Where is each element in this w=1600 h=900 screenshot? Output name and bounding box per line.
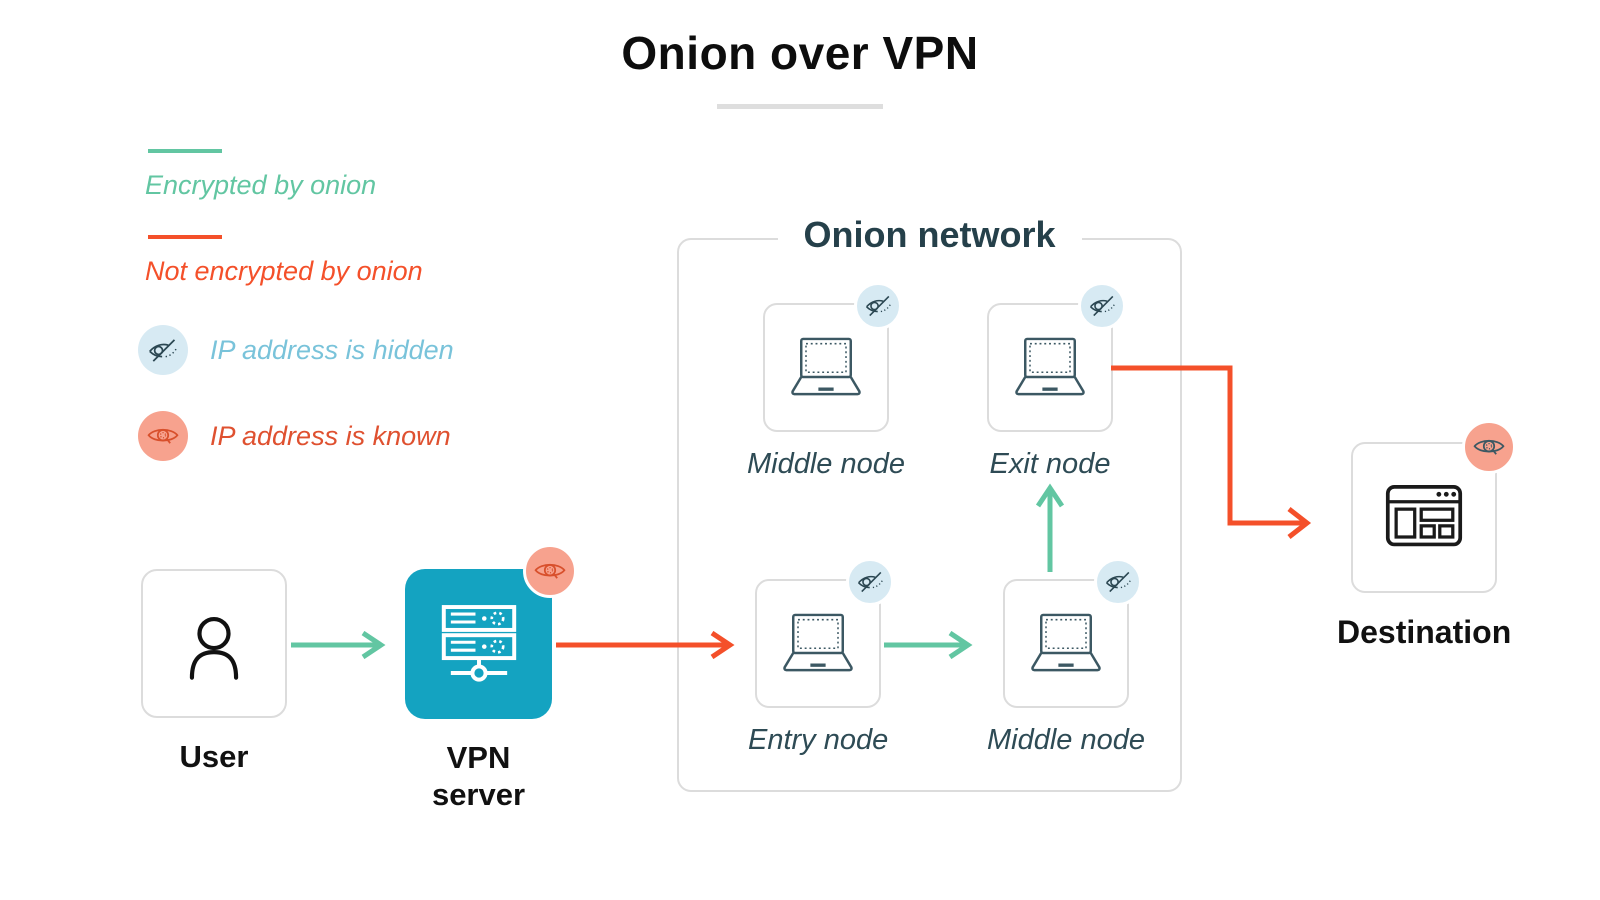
entry-node-box (755, 558, 895, 708)
exit-node: Exit node (987, 282, 1126, 481)
page-title: Onion over VPN (621, 27, 979, 79)
eye-icon (1473, 439, 1505, 455)
person-icon (189, 616, 239, 680)
laptop-icon (1031, 613, 1101, 672)
entry-node-label: Entry node (748, 724, 889, 756)
eye-slash-icon (857, 571, 883, 593)
browser-window-icon (1386, 484, 1463, 547)
legend-item-ip-hidden: IP address is hidden (138, 325, 454, 375)
ip-hidden-badge (1094, 558, 1142, 606)
ip-hidden-badge (854, 282, 902, 330)
eye-slash-icon (1089, 295, 1115, 317)
vpn-server-label: VPN server (431, 740, 526, 813)
eye-icon (138, 411, 188, 461)
arrow-entry-to-middle (884, 631, 973, 659)
ip-hidden-badge (1078, 282, 1126, 330)
destination-label: Destination (1337, 614, 1512, 650)
middle-node-bottom: Middle node (987, 558, 1145, 757)
ip-known-badge (523, 544, 577, 598)
legend-swatch-encrypted (148, 149, 222, 153)
exit-node-box (987, 282, 1126, 432)
laptop-icon (783, 613, 853, 672)
ip-known-badge (1462, 420, 1517, 474)
middle-node-top-label: Middle node (747, 448, 905, 480)
user-node: User (141, 569, 287, 775)
middle-node-bottom-label: Middle node (987, 724, 1145, 756)
legend-item-ip-known: IP address is known (138, 411, 451, 461)
eye-icon (534, 563, 566, 579)
destination-node: Destination (1337, 420, 1517, 651)
legend-label-not-encrypted: Not encrypted by onion (145, 256, 423, 286)
destination-box (1351, 420, 1517, 593)
eye-slash-icon (138, 325, 188, 375)
entry-node: Entry node (748, 558, 895, 757)
vpn-server-node: VPN server (405, 544, 577, 813)
legend-label-encrypted: Encrypted by onion (145, 170, 377, 200)
legend-swatch-not-encrypted (148, 235, 222, 239)
arrow-exit-to-destination (1111, 365, 1312, 539)
user-box (141, 569, 287, 718)
user-label: User (179, 739, 249, 774)
middle-node-bottom-box (1003, 558, 1142, 708)
ip-hidden-badge (846, 558, 895, 606)
laptop-icon (1015, 337, 1085, 396)
exit-node-label: Exit node (989, 448, 1111, 480)
middle-node-top: Middle node (747, 282, 905, 481)
arrow-user-to-vpn (291, 631, 386, 659)
middle-node-top-box (763, 282, 902, 432)
server-rack-icon (441, 605, 516, 682)
arrow-vpn-to-entry (556, 631, 735, 659)
eye-slash-icon (1105, 571, 1131, 593)
vpn-server-box (405, 544, 577, 719)
laptop-icon (791, 337, 861, 396)
title-underline (717, 104, 883, 109)
onion-network-title: Onion network (777, 214, 1082, 256)
eye-slash-icon (865, 295, 891, 317)
arrow-middle-to-exit (1036, 483, 1064, 572)
legend-label-ip-hidden: IP address is hidden (210, 334, 454, 365)
legend-label-ip-known: IP address is known (210, 420, 451, 451)
